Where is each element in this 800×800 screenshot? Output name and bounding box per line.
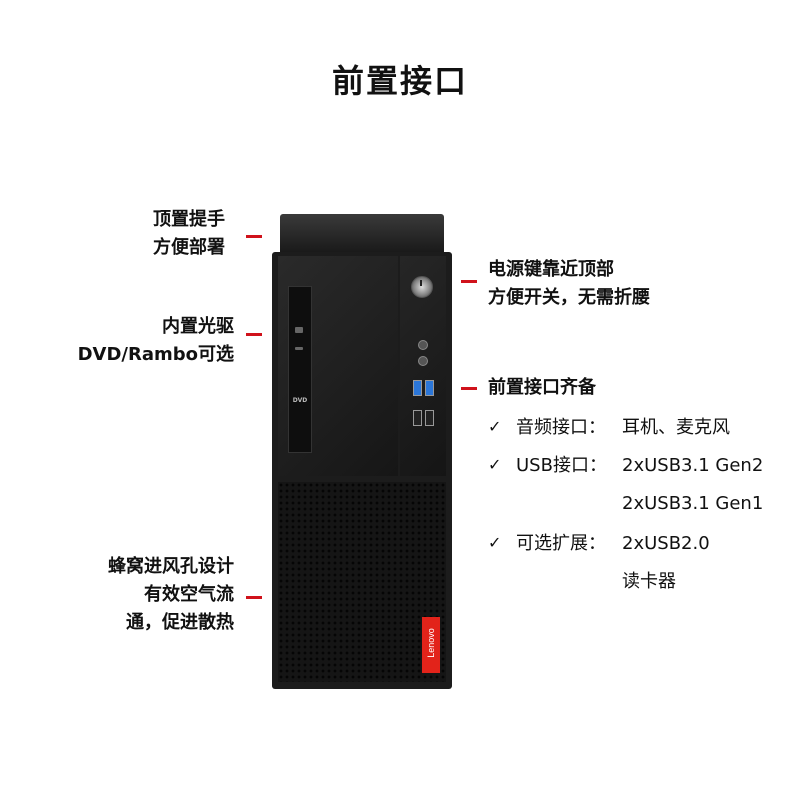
page-title: 前置接口 bbox=[331, 62, 468, 100]
spec-label: 可选扩展： bbox=[516, 533, 606, 554]
front-panel-right bbox=[400, 256, 446, 476]
callout-marker bbox=[246, 235, 262, 238]
callout-line: 通，促进散热 bbox=[126, 612, 234, 633]
tower-body: DVD Lenovo bbox=[272, 252, 452, 689]
callout-line: 有效空气流 bbox=[144, 584, 234, 605]
spec-value: 读卡器 bbox=[622, 571, 676, 592]
eject-button bbox=[295, 327, 303, 333]
callout-line: 电源键靠近顶部 bbox=[488, 259, 614, 280]
callout-ports-heading: 前置接口齐备 bbox=[488, 377, 596, 398]
headphone-jack-icon bbox=[418, 340, 428, 350]
callout-line: 方便开关，无需折腰 bbox=[488, 287, 650, 308]
top-handle bbox=[280, 214, 444, 252]
spec-label: USB接口： bbox=[516, 455, 607, 476]
callout-line: 顶置提手 bbox=[153, 209, 225, 230]
power-button-icon bbox=[411, 276, 433, 298]
callout-vents: 蜂窝进风孔设计 有效空气流 通，促进散热 bbox=[108, 553, 234, 637]
dvd-mark: DVD bbox=[292, 397, 308, 404]
usb-port-icon bbox=[413, 410, 422, 426]
spec-value: 2xUSB3.1 Gen2 bbox=[622, 455, 764, 476]
usb-port-icon bbox=[425, 410, 434, 426]
honeycomb-vent bbox=[278, 482, 446, 682]
callout-line: 内置光驱 bbox=[162, 316, 234, 337]
callout-optical-drive: 内置光驱 DVD/Rambo可选 bbox=[78, 313, 234, 369]
pc-tower-image: DVD Lenovo bbox=[272, 214, 452, 689]
spec-label: 音频接口： bbox=[516, 417, 606, 438]
callout-power: 电源键靠近顶部 方便开关，无需折腰 bbox=[488, 256, 650, 312]
microphone-jack-icon bbox=[418, 356, 428, 366]
optical-drive: DVD bbox=[288, 286, 312, 453]
callout-marker bbox=[461, 387, 477, 390]
brand-label: Lenovo bbox=[426, 628, 436, 658]
callout-line: 蜂窝进风孔设计 bbox=[108, 556, 234, 577]
check-icon: ✓ bbox=[488, 533, 502, 552]
front-panel-left: DVD bbox=[278, 256, 398, 476]
callout-line: 方便部署 bbox=[153, 237, 225, 258]
callout-marker bbox=[246, 596, 262, 599]
usb-port-icon bbox=[413, 380, 422, 396]
lenovo-logo: Lenovo bbox=[422, 617, 440, 673]
usb-port-icon bbox=[425, 380, 434, 396]
callout-marker bbox=[246, 333, 262, 336]
spec-value: 2xUSB2.0 bbox=[622, 533, 710, 554]
callout-marker bbox=[461, 280, 477, 283]
spec-value: 耳机、麦克风 bbox=[622, 417, 730, 438]
check-icon: ✓ bbox=[488, 455, 502, 474]
spec-value: 2xUSB3.1 Gen1 bbox=[622, 493, 764, 514]
check-icon: ✓ bbox=[488, 417, 502, 436]
callout-line: DVD/Rambo可选 bbox=[77, 344, 234, 365]
drive-indicator bbox=[295, 347, 303, 350]
callout-top-handle: 顶置提手 方便部署 bbox=[153, 206, 225, 262]
